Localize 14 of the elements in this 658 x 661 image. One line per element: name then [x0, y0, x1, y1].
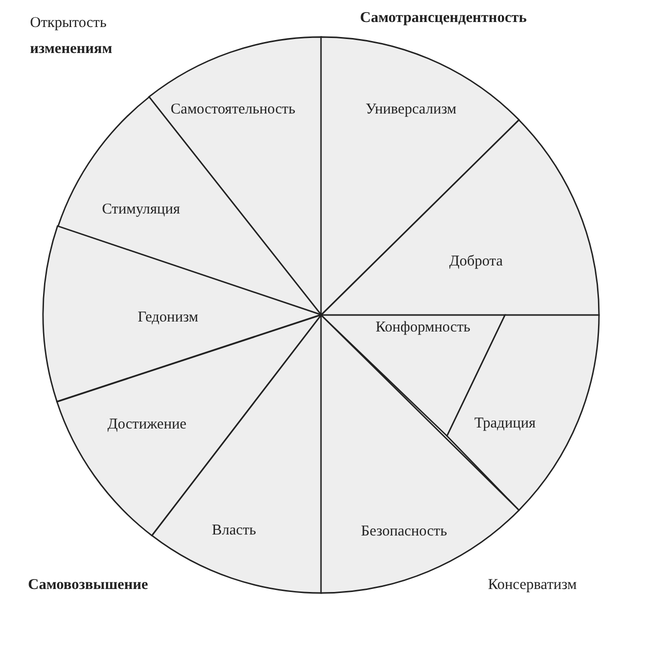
- value-label: Безопасность: [360, 524, 448, 540]
- value-label: Власть: [212, 522, 256, 540]
- quadrant-label: Самовозвышение: [28, 577, 148, 594]
- value-label: Доброта: [449, 253, 503, 270]
- value-label: Конформность: [376, 320, 470, 336]
- value-label: Достижение: [108, 416, 186, 434]
- value-label: Самостоятельность: [170, 102, 296, 118]
- quadrant-label: Самотрансцендентность: [360, 10, 527, 27]
- value-label: Универсализм: [366, 102, 456, 118]
- quadrant-label: Консерватизм: [488, 577, 577, 594]
- value-label: Стимуляция: [102, 201, 180, 218]
- value-label: Гедонизм: [138, 309, 198, 326]
- value-label: Традиция: [474, 416, 536, 432]
- quadrant-label: Открытость изменениям: [30, 14, 114, 59]
